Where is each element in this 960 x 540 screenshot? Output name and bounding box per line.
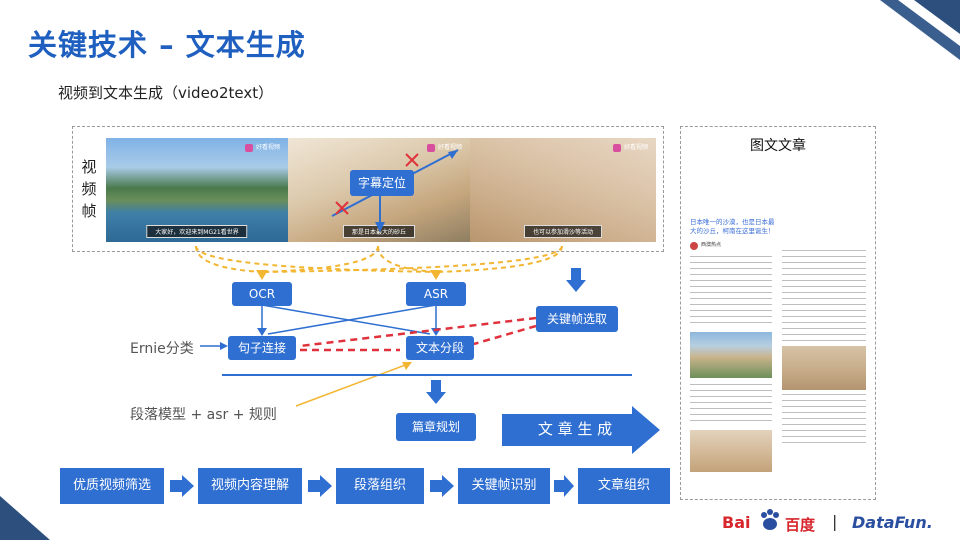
frame-caption: 也可以参加滑沙等活动 (523, 225, 603, 238)
article-text-block (782, 394, 866, 446)
pipeline-step-paragraph-org: 段落组织 (336, 468, 424, 504)
chapter-plan-node: 篇章规划 (396, 413, 476, 441)
author-avatar (690, 242, 698, 250)
watermark: 好看视频 (613, 142, 648, 152)
baidu-logo-text: Bai (722, 513, 751, 532)
pipeline-step-keyframe-detect: 关键帧识别 (458, 468, 550, 504)
pipeline-arrow-icon (554, 475, 574, 497)
article-headline: 日本唯一的沙漠，也是日本最大的沙丘，柯南在这里诞生！ (690, 218, 775, 235)
article-gen-label: 文 章 生 成 (537, 420, 613, 438)
baidu-paw-icon (761, 509, 779, 530)
text-segment-node: 文本分段 (406, 336, 474, 360)
pipeline-step-video-understanding: 视频内容理解 (198, 468, 302, 504)
watermark: 好看视频 (245, 142, 280, 152)
video-frames-box (72, 126, 664, 252)
corner-decoration-top-right (880, 0, 960, 60)
pipeline-step-article-org: 文章组织 (578, 468, 670, 504)
corner-decoration-bottom-left (0, 496, 50, 540)
article-author: 西澳热点 (701, 242, 722, 248)
article-text-block (690, 384, 772, 424)
article-preview-title: 图文文章 (750, 138, 806, 154)
article-text-block (690, 256, 772, 326)
article-image (690, 430, 772, 472)
logo-separator: | (832, 512, 838, 531)
article-text-block (782, 250, 866, 342)
ernie-label: Ernie分类 (130, 341, 194, 357)
keyframe-select-node: 关键帧选取 (536, 306, 618, 332)
page-title: 关键技术 – 文本生成 (28, 28, 306, 62)
ocr-node: OCR (232, 282, 292, 306)
article-image (782, 346, 866, 390)
pipeline-arrow-icon (308, 475, 332, 497)
baidu-logo-chinese: 百度 (785, 516, 816, 534)
video-frame-3: 好看视频 也可以参加滑沙等活动 (470, 138, 656, 242)
pipeline-arrows (170, 475, 574, 497)
asr-node: ASR (406, 282, 466, 306)
pipeline-step-video-filter: 优质视频筛选 (60, 468, 164, 504)
watermark: 好看视频 (427, 142, 462, 152)
paragraph-model-label: 段落模型 + asr + 规则 (130, 407, 277, 423)
article-image (690, 332, 772, 378)
divider-line (222, 374, 632, 376)
pipeline-arrow-icon (170, 475, 194, 497)
frame-caption: 大家好，欢迎来到MG21看世界 (146, 225, 248, 238)
video-frame-label: 视频帧 (81, 158, 97, 220)
sentence-link-node: 句子连接 (228, 336, 296, 360)
article-preview-box (680, 126, 876, 500)
subtitle-locate-node: 字幕定位 (350, 170, 414, 196)
datafun-logo: DataFun. (852, 513, 933, 532)
video-frame-1: 好看视频 大家好，欢迎来到MG21看世界 (106, 138, 288, 242)
page-subtitle: 视频到文本生成（video2text） (58, 84, 274, 102)
pipeline-arrow-icon (430, 475, 454, 497)
